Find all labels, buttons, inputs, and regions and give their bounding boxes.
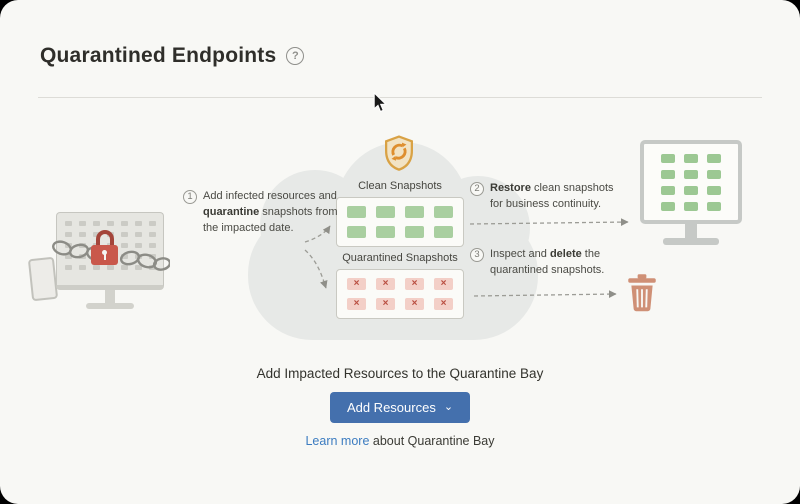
footer-actions: Add Impacted Resources to the Quarantine… xyxy=(0,366,800,448)
restored-monitor-icon xyxy=(640,140,742,224)
add-resources-label: Add Resources xyxy=(346,400,436,415)
x-icon: × xyxy=(405,298,424,310)
x-icon: × xyxy=(405,278,424,290)
step-1-badge: 1 xyxy=(183,190,197,204)
step-3-text: 3 Inspect and delete the quarantined sna… xyxy=(470,247,624,279)
x-icon: × xyxy=(434,298,453,310)
monitor-stand-base xyxy=(86,303,134,309)
x-icon: × xyxy=(376,278,395,290)
quarantined-snapshots-group: Quarantined Snapshots × × × × × × × × xyxy=(330,252,470,319)
x-icon: × xyxy=(434,278,453,290)
step-1-text: 1 Add infected resources and quarantine … xyxy=(183,189,345,237)
page-title: Quarantined Endpoints xyxy=(40,44,277,67)
shield-icon xyxy=(385,135,413,171)
clean-snapshot-tile xyxy=(376,226,395,238)
clean-snapshots-group: Clean Snapshots xyxy=(334,180,466,247)
learn-more-line: Learn more about Quarantine Bay xyxy=(305,434,494,448)
clean-snapshot-tile xyxy=(405,206,424,218)
clean-snapshot-tile xyxy=(434,226,453,238)
quarantined-snapshots-box: × × × × × × × × xyxy=(336,269,464,319)
quarantined-snapshots-label: Quarantined Snapshots xyxy=(342,252,458,264)
restored-snapshots-grid xyxy=(661,153,721,211)
restored-monitor-stand xyxy=(685,224,697,238)
x-icon: × xyxy=(347,278,366,290)
clean-snapshot-tile xyxy=(434,206,453,218)
add-resources-button[interactable]: Add Resources ⌄ xyxy=(329,392,471,423)
lock-icon xyxy=(91,230,118,265)
restored-monitor-stand-base xyxy=(663,238,719,245)
chain-icon xyxy=(52,240,170,271)
monitor-stand xyxy=(105,290,115,303)
x-icon: × xyxy=(376,298,395,310)
page-header: Quarantined Endpoints ? xyxy=(40,44,305,68)
step-2-badge: 2 xyxy=(470,182,484,196)
clean-snapshot-tile xyxy=(347,206,366,218)
learn-more-link[interactable]: Learn more xyxy=(305,434,370,448)
clean-snapshots-box xyxy=(336,197,464,247)
step-3-badge: 3 xyxy=(470,248,484,262)
clean-snapshot-tile xyxy=(405,226,424,238)
mouse-cursor xyxy=(373,92,387,113)
help-icon[interactable]: ? xyxy=(286,47,305,65)
learn-more-text: about Quarantine Bay xyxy=(369,434,495,448)
clean-snapshots-label: Clean Snapshots xyxy=(358,180,442,192)
step-2-text: 2 Restore clean snapshots for business c… xyxy=(470,181,620,213)
clean-snapshot-tile xyxy=(376,206,395,218)
trash-icon xyxy=(628,274,656,312)
clean-snapshot-tile xyxy=(347,226,366,238)
chevron-down-icon: ⌄ xyxy=(443,401,454,413)
header-divider xyxy=(38,97,762,98)
quarantine-bay-prompt: Add Impacted Resources to the Quarantine… xyxy=(256,366,544,381)
x-icon: × xyxy=(347,298,366,310)
